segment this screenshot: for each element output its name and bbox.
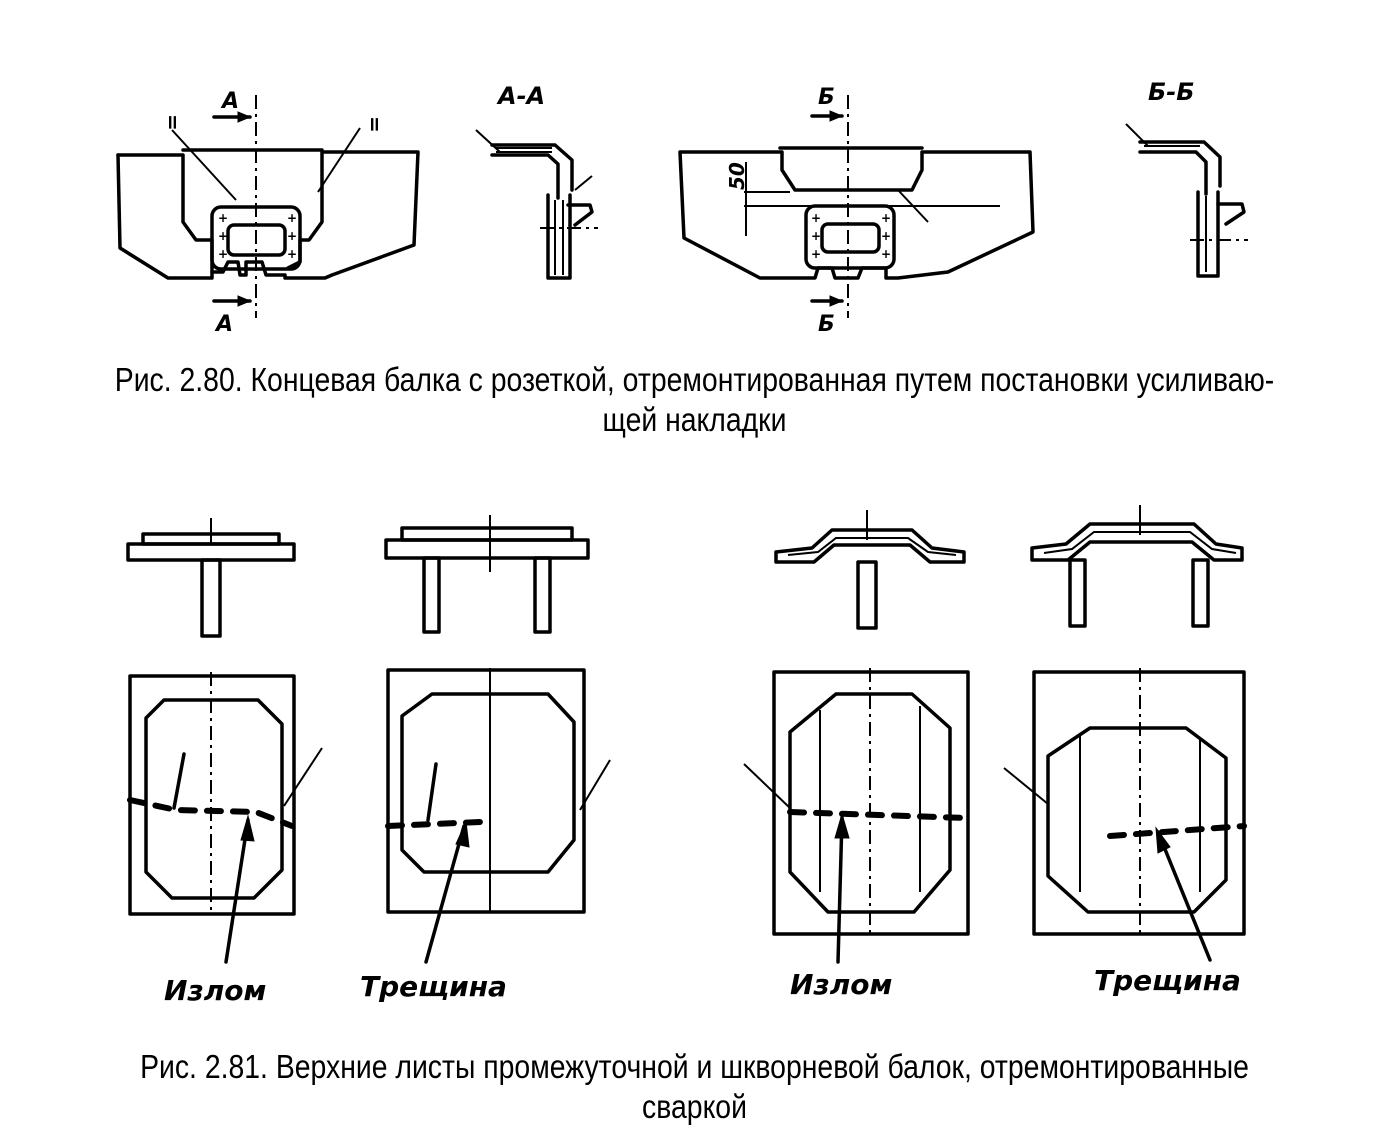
dimension-label: 50 [725, 162, 749, 190]
label-izlom-2: Излом [790, 968, 892, 1001]
section-b-b: Б-Б [1125, 78, 1248, 278]
svg-text:+: + [218, 211, 228, 225]
profile-2 [384, 515, 590, 634]
end-beam-view-a: + + + + + + = = А А [116, 89, 420, 337]
figure-280-caption-line1: Рис. 2.80. Концевая балка с розеткой, от… [114, 361, 1275, 398]
section-b-view-label: Б-Б [1148, 78, 1195, 106]
plan-3 [743, 668, 970, 936]
profile-4 [1030, 505, 1244, 628]
section-a-top-label: А [220, 89, 239, 114]
section-a-bottom-label: А [214, 312, 233, 337]
svg-text:+: + [881, 247, 891, 261]
svg-text:=: = [161, 114, 185, 131]
svg-text:+: + [287, 247, 297, 261]
plan-1 [127, 672, 323, 916]
figure-280-caption: Рис. 2.80. Концевая балка с розеткой, от… [97, 360, 1292, 440]
figure-281-caption-line1: Рис. 2.81. Верхние листы промежуточной и… [140, 1048, 1249, 1085]
label-treshchina-1: Трещина [360, 970, 507, 1003]
profile-3 [774, 510, 966, 630]
label-treshchina-2: Трещина [1094, 964, 1241, 997]
svg-text:+: + [881, 211, 891, 225]
svg-text:+: + [881, 229, 891, 243]
label-arrows [224, 812, 1212, 964]
svg-text:+: + [218, 229, 228, 243]
svg-text:+: + [218, 247, 228, 261]
figure-280-caption-line2: щей накладки [602, 401, 787, 438]
svg-text:+: + [287, 211, 297, 225]
figure-281-caption: Рис. 2.81. Верхние листы промежуточной и… [97, 1047, 1292, 1127]
section-b-bottom-label: Б [818, 312, 835, 337]
profile-1 [126, 518, 296, 638]
svg-text:+: + [811, 229, 821, 243]
section-a-view-label: А-А [496, 82, 545, 110]
section-b-top-label: Б [818, 85, 835, 110]
plan-2 [385, 668, 611, 914]
svg-text:+: + [811, 211, 821, 225]
figure-281-caption-line2: сваркой [642, 1088, 747, 1125]
section-a-a: А-А [475, 82, 598, 280]
label-izlom-1: Излом [164, 974, 266, 1007]
svg-text:+: + [287, 229, 297, 243]
svg-text:+: + [811, 247, 821, 261]
plan-4 [1003, 668, 1247, 936]
end-beam-view-b: + + + + + + 50 Б Б [678, 85, 1035, 337]
svg-text:=: = [363, 116, 387, 133]
